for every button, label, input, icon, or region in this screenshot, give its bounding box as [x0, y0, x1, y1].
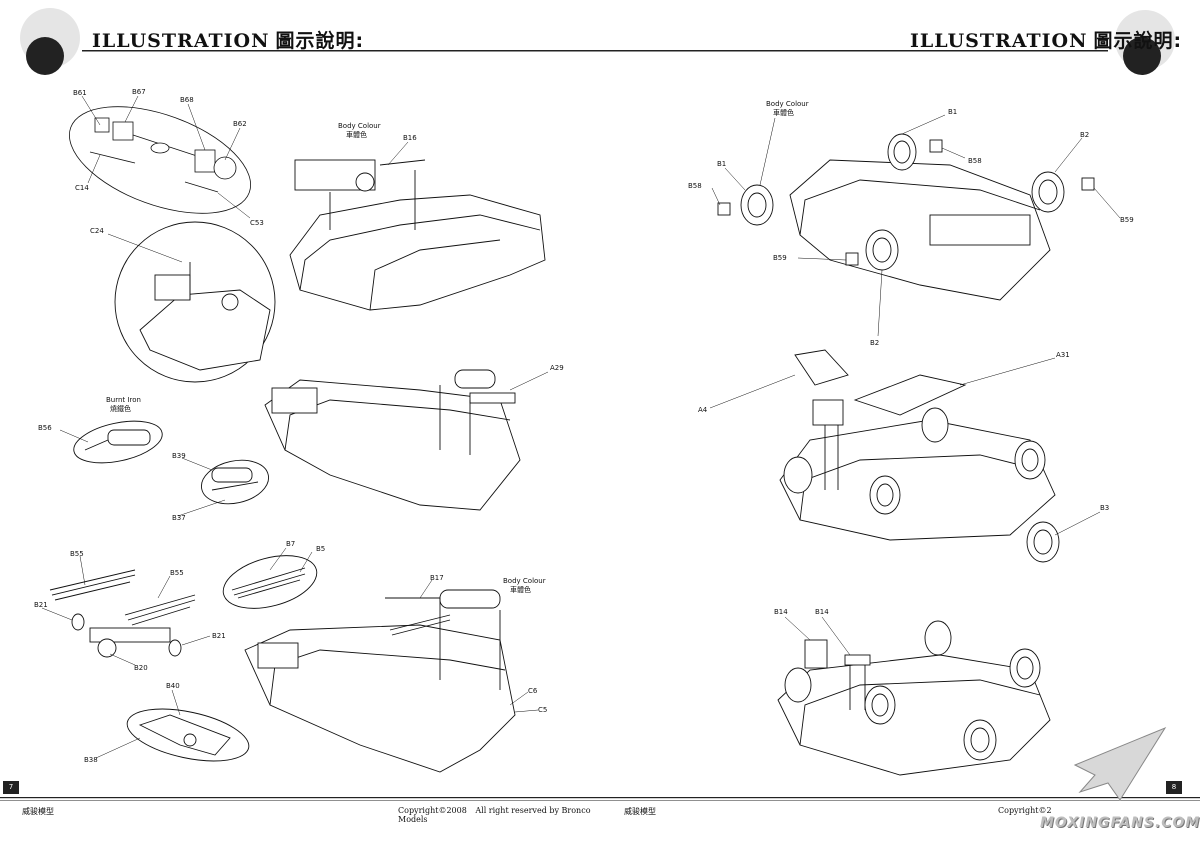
left-page: B61 B67 B68 B62 C14 C53 Body Colour 車體色 …	[0, 8, 600, 824]
footer-left-brand: 威骏模型	[22, 807, 54, 816]
label-b55-b: B55	[170, 569, 184, 577]
leader-lines-right	[709, 114, 1121, 656]
chassis-assembly-2	[264, 369, 521, 511]
label-c14: C14	[75, 184, 89, 192]
label-b37: B37	[172, 514, 186, 522]
footer-rule-thin	[0, 800, 600, 801]
footer-rule-thin-right	[600, 800, 1200, 801]
label-b58-b: B58	[968, 157, 982, 165]
footer-rule-right	[600, 797, 1200, 799]
label-body-colour-1: Body Colour	[338, 122, 381, 130]
label-b67: B67	[132, 88, 146, 96]
label-a4: A4	[698, 406, 708, 414]
b38-crossmember-callout	[126, 708, 250, 762]
label-burnt-iron-cjk: 燒鐵色	[110, 404, 131, 413]
label-b5: B5	[316, 545, 325, 553]
b39-muffler-callout	[201, 459, 269, 505]
left-title-en: ILLUSTRATION	[92, 30, 270, 52]
footer-rule	[0, 797, 600, 799]
label-b55-a: B55	[70, 550, 84, 558]
header-circle-dark	[26, 37, 64, 75]
label-b58-a: B58	[688, 182, 702, 190]
label-b17: B17	[430, 574, 444, 582]
footer-rights: All right reserved by Bronco Models	[398, 806, 591, 824]
axle-exploded-callout	[69, 106, 251, 214]
header-circle-dark-right	[1123, 37, 1161, 75]
leader-lines-left	[41, 95, 549, 759]
label-b38: B38	[84, 756, 98, 764]
label-b59-a: B59	[1120, 216, 1134, 224]
header-rule	[82, 50, 600, 52]
right-page-number: 8	[1166, 781, 1182, 794]
footer-right-copyright: Copyright©2	[998, 806, 1052, 815]
label-b21-b: B21	[212, 632, 226, 640]
left-title-cjk: 圖示說明:	[275, 30, 365, 52]
label-b59-b: B59	[773, 254, 787, 262]
label-body-colour-right: Body Colour	[766, 100, 809, 108]
watermark-text: MOXINGFANS.COM	[1040, 815, 1200, 831]
left-page-drawings: B61 B67 B68 B62 C14 C53 Body Colour 車體色 …	[0, 8, 600, 801]
leaf-spring-callout	[222, 555, 318, 609]
chassis-assembly-3	[244, 589, 516, 773]
label-b21-a: B21	[34, 601, 48, 609]
label-b1-a: B1	[948, 108, 957, 116]
label-b20: B20	[134, 664, 148, 672]
footer-copyright-year: Copyright©2008	[398, 806, 467, 815]
label-b40: B40	[166, 682, 180, 690]
label-b2-b: B2	[870, 339, 879, 347]
label-b39: B39	[172, 452, 186, 460]
label-b62: B62	[233, 120, 247, 128]
chassis-assembly-1	[289, 159, 546, 311]
label-a29: A29	[550, 364, 564, 372]
label-c6: C6	[528, 687, 538, 695]
seat-assembly	[779, 349, 1060, 563]
label-body-colour-2-cjk: 車體色	[510, 585, 531, 594]
label-b14-b: B14	[815, 608, 829, 616]
label-c5: C5	[538, 706, 547, 714]
footer-copyright: Copyright©2008 All right reserved by Bro…	[398, 806, 600, 824]
label-b61: B61	[73, 89, 87, 97]
leaf-spring-exploded	[49, 569, 196, 658]
right-title-en: ILLUSTRATION	[910, 30, 1088, 52]
label-c24: C24	[90, 227, 104, 235]
label-b68: B68	[180, 96, 194, 104]
c24-detail-callout	[114, 221, 276, 383]
right-page: Body Colour 車體色 B1 B1 B58 B58 B2 B2 B59 …	[600, 0, 1200, 848]
footer-right-brand: 威骏模型	[624, 807, 656, 816]
label-body-colour-1-cjk: 車體色	[346, 130, 367, 139]
label-c53: C53	[250, 219, 264, 227]
b14-assembly	[777, 620, 1051, 776]
label-b7: B7	[286, 540, 295, 548]
right-title-cjk: 圖示說明:	[1093, 30, 1183, 52]
left-page-number: 7	[3, 781, 19, 794]
label-b2-a: B2	[1080, 131, 1089, 139]
label-burnt-iron: Burnt Iron	[106, 396, 141, 404]
label-b56: B56	[38, 424, 52, 432]
header-rule-right	[600, 50, 1108, 52]
label-b1-b: B1	[717, 160, 726, 168]
label-body-colour-2: Body Colour	[503, 577, 546, 585]
label-b14-a: B14	[774, 608, 788, 616]
label-b16: B16	[403, 134, 417, 142]
label-body-colour-right-cjk: 車體色	[773, 108, 794, 117]
wheel-assembly-1	[717, 133, 1095, 301]
label-b3: B3	[1100, 504, 1109, 512]
b56-muffler-callout	[73, 420, 163, 464]
label-a31: A31	[1056, 351, 1070, 359]
right-page-drawings: Body Colour 車體色 B1 B1 B58 B58 B2 B2 B59 …	[600, 10, 1200, 801]
